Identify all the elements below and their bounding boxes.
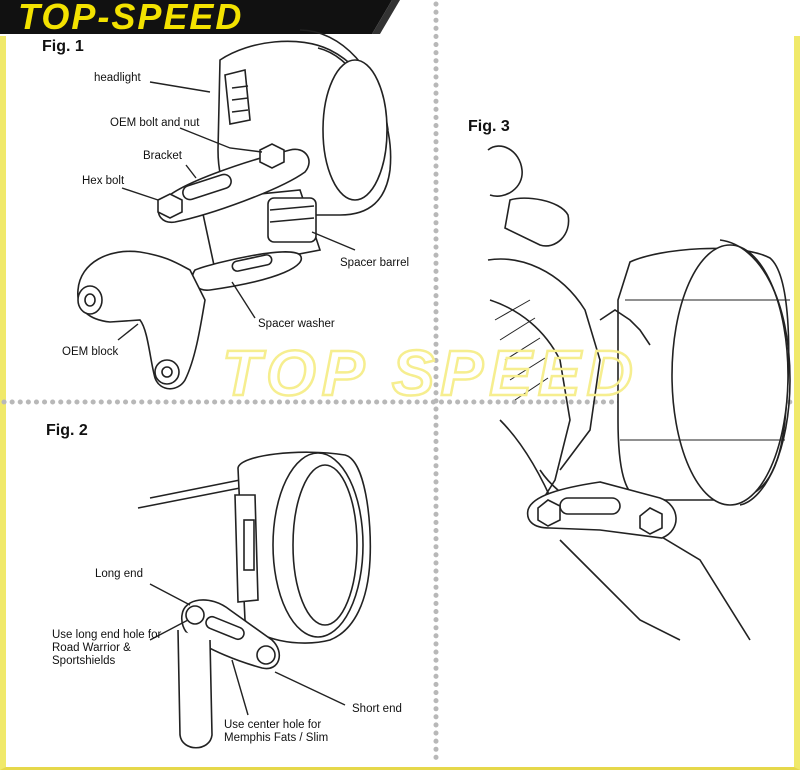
svg-text:TOP SPEED: TOP SPEED <box>222 337 639 409</box>
callout-long-hole-line2: Road Warrior & <box>52 642 131 654</box>
callout-hex-bolt: Hex bolt <box>82 175 125 187</box>
callout-oem-block: OEM block <box>62 346 119 358</box>
top-speed-logo: TOP-SPEED <box>0 0 400 36</box>
top-banner: TOP-SPEED <box>0 0 800 36</box>
callout-short-end: Short end <box>352 703 402 715</box>
fig2-title: Fig. 2 <box>46 422 88 439</box>
callout-long-end: Long end <box>95 568 143 580</box>
fig3-title: Fig. 3 <box>468 118 510 135</box>
callout-spacer-barrel: Spacer barrel <box>340 257 410 269</box>
svg-text:TOP-SPEED: TOP-SPEED <box>18 0 243 36</box>
callout-center-hole-line1: Use center hole for <box>224 719 322 731</box>
callout-oem-bolt: OEM bolt and nut <box>110 117 200 129</box>
callout-center-hole-line2: Memphis Fats / Slim <box>224 732 329 744</box>
fig1-title: Fig. 1 <box>42 38 84 55</box>
callout-spacer-washer: Spacer washer <box>258 318 335 330</box>
callout-long-hole-line3: Sportshields <box>52 655 116 667</box>
callout-bracket: Bracket <box>143 150 182 162</box>
callout-long-hole-line1: Use long end hole for <box>52 629 162 641</box>
callout-headlight: headlight <box>94 72 141 84</box>
